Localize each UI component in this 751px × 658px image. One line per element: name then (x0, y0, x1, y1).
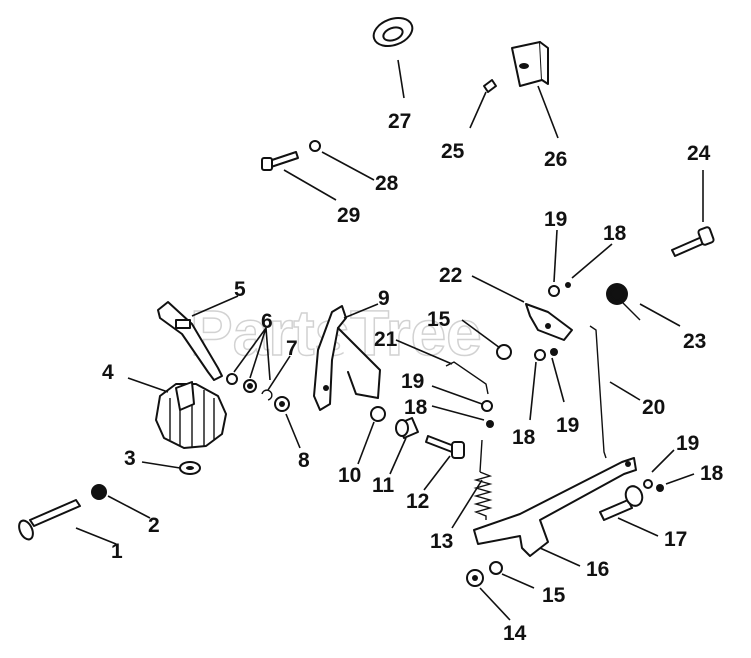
callout-2: 2 (148, 514, 160, 537)
callout-18-mid: 18 (404, 396, 428, 419)
washers-6-part (226, 373, 257, 393)
callout-7: 7 (286, 337, 298, 360)
small-screw-part (483, 79, 497, 93)
callout-18-lower: 18 (700, 462, 724, 485)
bushing-11-part (395, 417, 419, 439)
callout-6: 6 (261, 310, 273, 333)
callout-23: 23 (683, 330, 706, 353)
callout-11: 11 (372, 474, 395, 497)
callout-14: 14 (503, 622, 527, 645)
callout-4: 4 (102, 361, 114, 384)
callout-9: 9 (378, 287, 390, 310)
callout-1: 1 (111, 540, 123, 563)
leader-lines (75, 59, 704, 621)
bolt-12-part (425, 435, 465, 459)
callout-22: 22 (439, 264, 462, 287)
spring-23-part (606, 283, 641, 321)
bolt-29-part (261, 151, 299, 171)
callout-16: 16 (586, 558, 609, 581)
callout-12: 12 (406, 490, 429, 513)
pin-1-part (18, 499, 81, 541)
rod-20-part (589, 325, 607, 459)
callout-19-right: 19 (556, 414, 579, 437)
callout-15-lower: 15 (542, 584, 566, 607)
washer-15-part (489, 561, 503, 575)
gear-4-part (155, 381, 227, 449)
bolt-24-part (671, 226, 715, 257)
callout-19-top: 19 (544, 208, 567, 231)
callout-5: 5 (234, 278, 246, 301)
washer-10-part (370, 406, 386, 422)
oil-seal-part (372, 16, 414, 48)
callout-8: 8 (298, 449, 310, 472)
callout-13: 13 (430, 530, 453, 553)
callout-10: 10 (338, 464, 361, 487)
callout-19-mid: 19 (401, 370, 424, 393)
nut-2-part (91, 484, 107, 500)
control-lever-part (473, 457, 637, 557)
clip-7-part (261, 389, 273, 401)
callout-17: 17 (664, 528, 687, 551)
callout-18-right: 18 (512, 426, 536, 449)
bolt-17-part (599, 485, 644, 521)
bracket-part (511, 41, 549, 87)
callout-25: 25 (441, 140, 465, 163)
callout-3: 3 (124, 447, 136, 470)
nut-14-part (466, 569, 484, 587)
governor-shaft-part (157, 301, 223, 381)
callout-27: 27 (388, 110, 411, 133)
callout-24: 24 (687, 142, 711, 165)
bracket-22-part (525, 303, 573, 341)
washer-3-part (179, 461, 201, 475)
callout-15-upper: 15 (427, 308, 451, 331)
callout-29: 29 (337, 204, 360, 227)
spring-13-part (473, 439, 493, 520)
governor-arm-part (313, 305, 381, 411)
callout-18-top: 18 (603, 222, 627, 245)
callout-26: 26 (544, 148, 567, 171)
washer-28-part (309, 140, 321, 152)
nut-8-part (274, 396, 290, 412)
callout-19-lower: 19 (676, 432, 699, 455)
callout-20: 20 (642, 396, 665, 419)
callout-28: 28 (375, 172, 399, 195)
callout-21: 21 (374, 328, 398, 351)
small-nuts-part (481, 282, 664, 492)
